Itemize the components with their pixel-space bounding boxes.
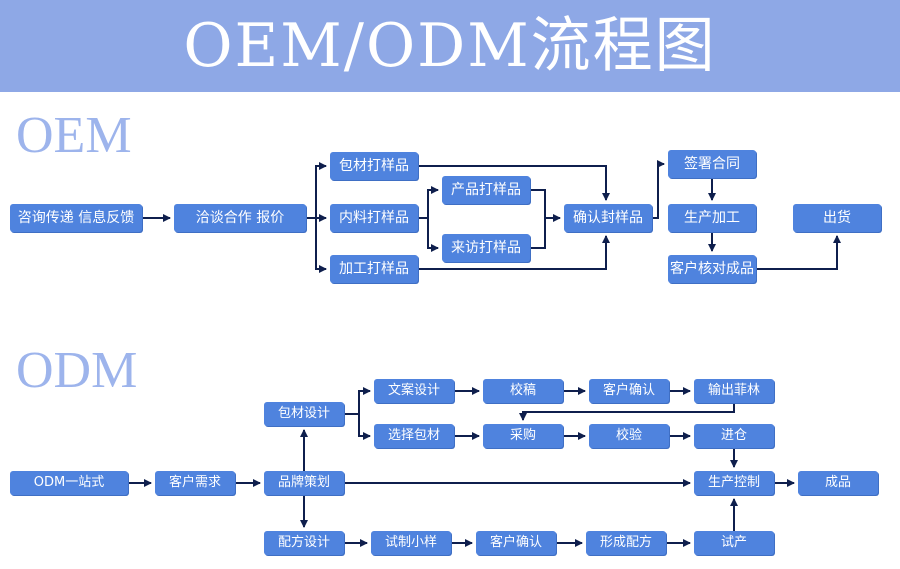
odm-node-customer-confirm-1: 客户确认 <box>589 379 669 403</box>
oem-node-visit-sample: 来访打样品 <box>442 234 530 262</box>
odm-section-title: ODM <box>16 342 138 399</box>
oem-arrow-to-process <box>315 218 327 273</box>
oem-section-title: OEM <box>16 107 132 164</box>
odm-node-purchase: 采购 <box>483 424 563 448</box>
page-title: OEM/ODM流程图 <box>183 11 717 81</box>
odm-node-pack-design: 包材设计 <box>264 402 344 426</box>
oem-arrow-check-ship <box>756 235 841 270</box>
oem-arrow-product-merge <box>530 189 546 218</box>
oem-arrow-visit-merge <box>530 218 546 249</box>
oem-arrow-to-product <box>418 186 439 219</box>
oem-node-negotiate: 洽谈合作 报价 <box>174 204 306 232</box>
odm-node-production-control: 生产控制 <box>694 471 774 495</box>
oem-node-confirm-seal: 确认封样品 <box>564 204 652 232</box>
odm-arrow-pack-copy <box>344 387 371 415</box>
oem-node-process-sample: 加工打样品 <box>330 255 418 283</box>
odm-node-customer-needs: 客户需求 <box>155 471 235 495</box>
oem-arrow-to-pack <box>306 162 327 219</box>
odm-node-proofread: 校稿 <box>483 379 563 403</box>
oem-node-customer-check: 客户核对成品 <box>668 255 756 283</box>
title-banner: OEM/ODM流程图 <box>0 0 900 92</box>
odm-node-customer-confirm-2: 客户确认 <box>476 531 556 555</box>
odm-node-output-film: 输出菲林 <box>694 379 774 403</box>
oem-node-sign-contract: 签署合同 <box>668 150 756 178</box>
oem-node-pack-sample: 包材打样品 <box>330 152 418 180</box>
odm-node-brand-plan: 品牌策划 <box>264 471 344 495</box>
odm-node-select-pack: 选择包材 <box>374 424 454 448</box>
oem-arrow-process-confirm <box>418 235 610 270</box>
odm-node-copy-design: 文案设计 <box>374 379 454 403</box>
oem-node-consult: 咨询传递 信息反馈 <box>10 204 142 232</box>
odm-node-warehouse: 进仓 <box>694 424 774 448</box>
odm-node-trial-production: 试产 <box>694 531 774 555</box>
odm-arrow-pack-select <box>358 414 371 440</box>
odm-arrow-film-purchase <box>519 403 735 421</box>
odm-node-finished: 成品 <box>798 471 878 495</box>
oem-arrow-to-visit <box>427 218 439 252</box>
oem-node-production: 生产加工 <box>668 204 756 232</box>
oem-arrow-confirm-sign <box>652 160 665 219</box>
oem-node-ship: 出货 <box>793 204 881 232</box>
odm-node-inspect: 校验 <box>589 424 669 448</box>
oem-node-product-sample: 产品打样品 <box>442 176 530 204</box>
oem-arrow-pack-confirm <box>418 165 610 201</box>
odm-node-one-stop: ODM一站式 <box>10 471 128 495</box>
oem-node-inner-sample: 内料打样品 <box>330 204 418 232</box>
odm-node-formula-done: 形成配方 <box>586 531 666 555</box>
odm-node-trial-sample: 试制小样 <box>371 531 451 555</box>
odm-node-formula-design: 配方设计 <box>264 531 344 555</box>
